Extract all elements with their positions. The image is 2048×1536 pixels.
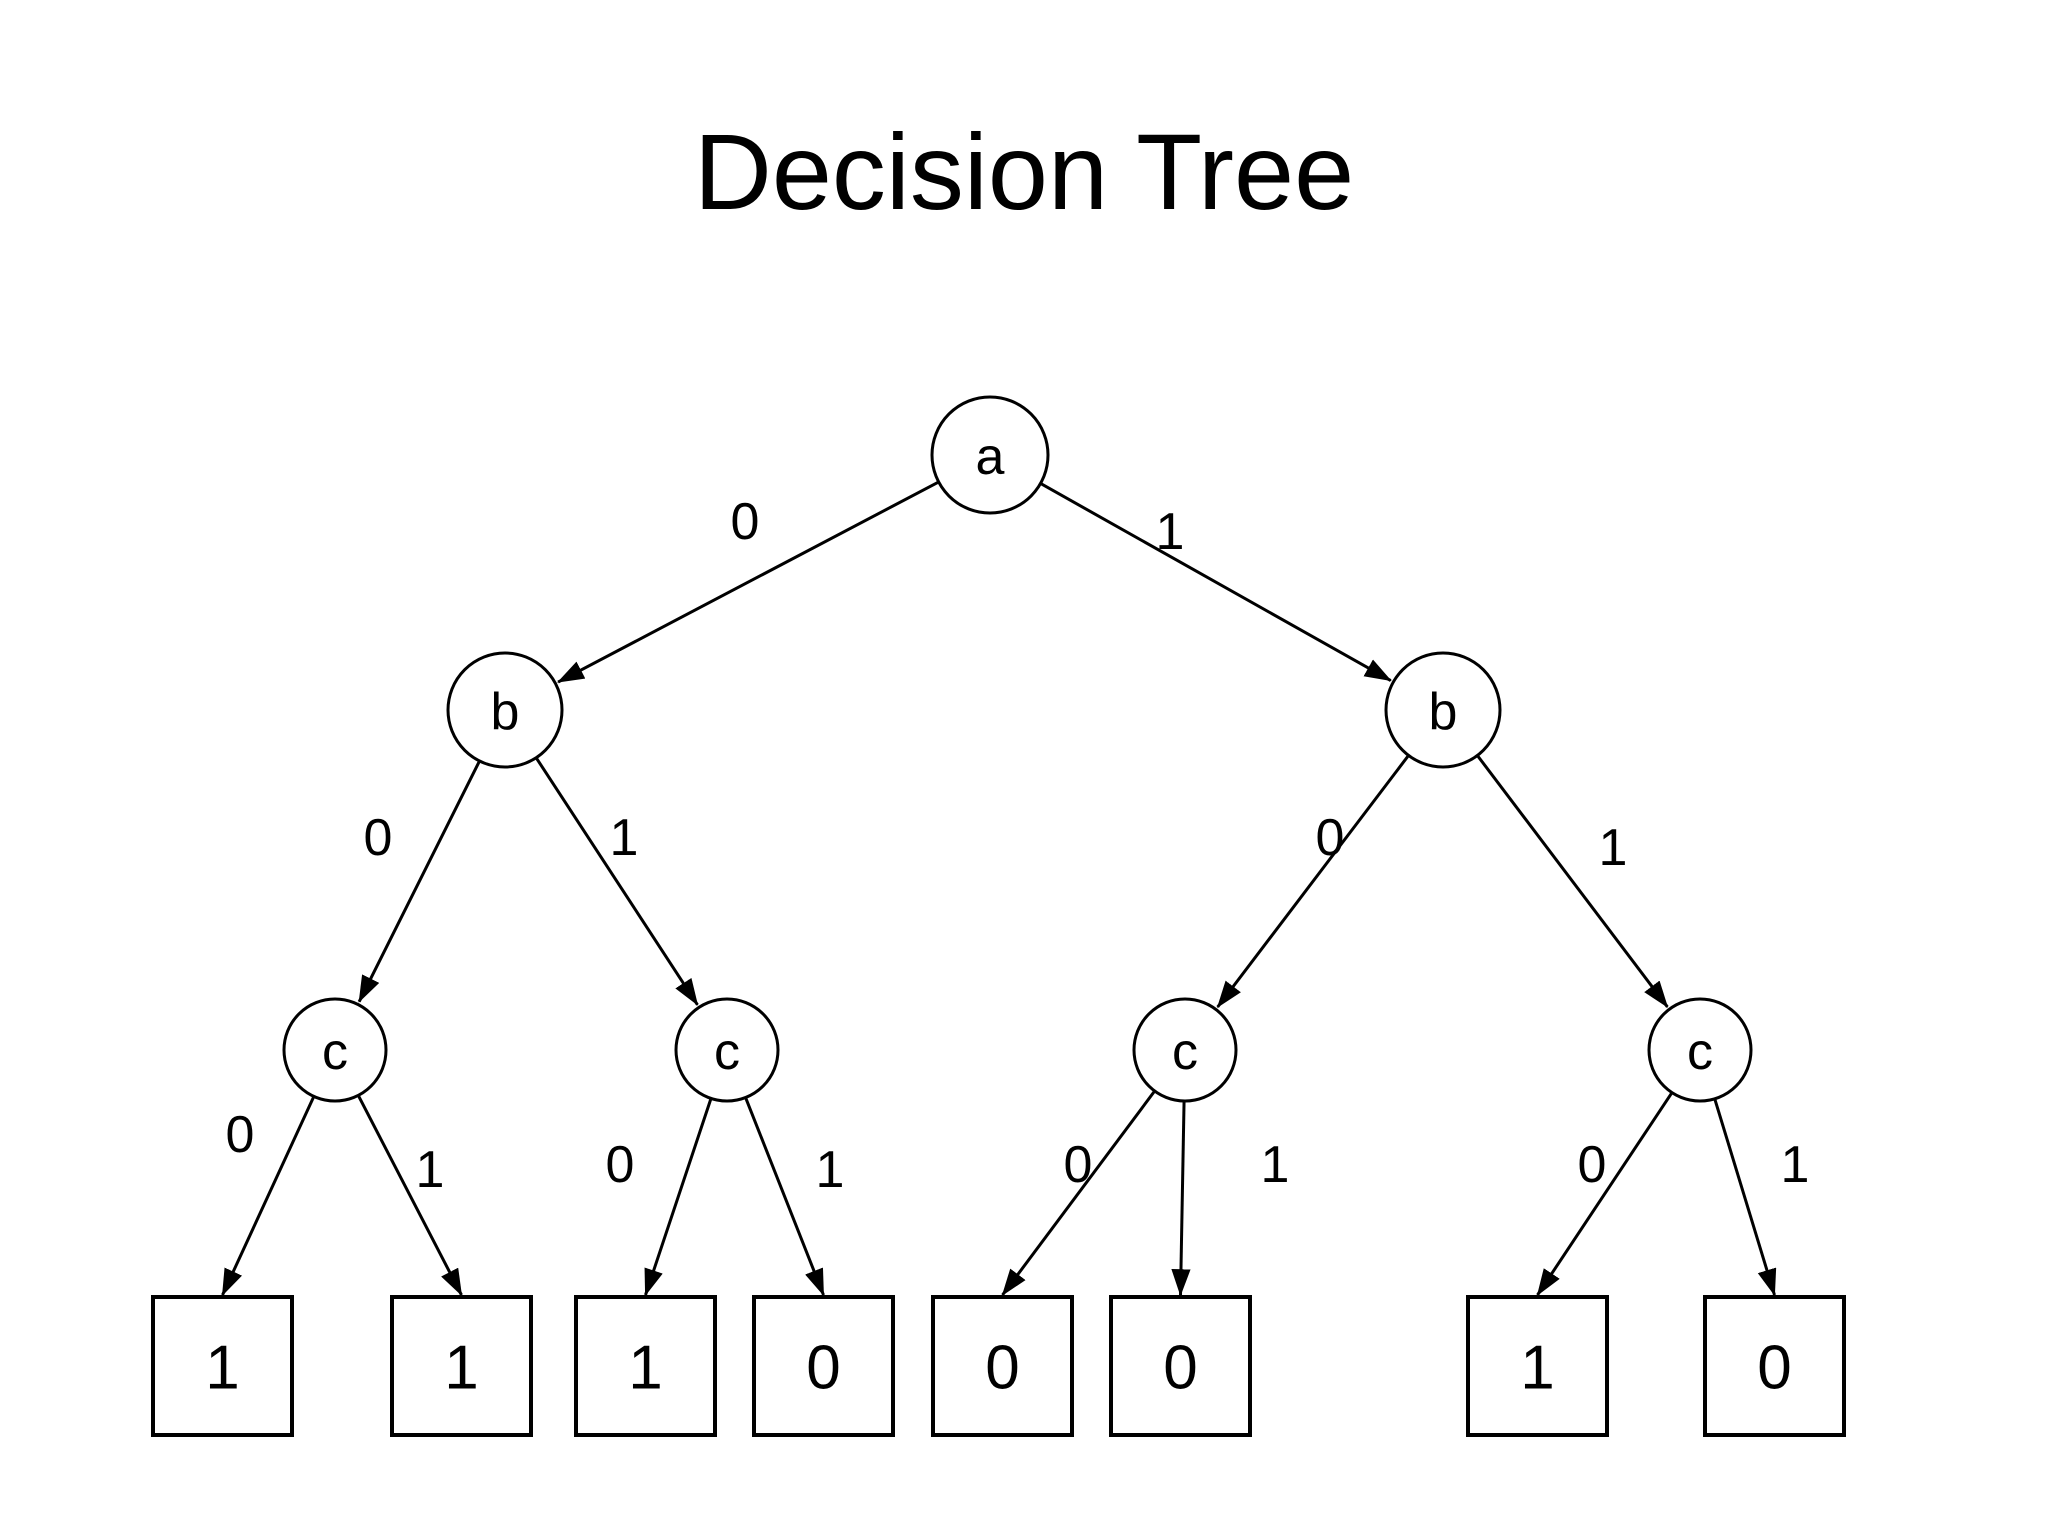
leaf-label: 0 <box>1757 1334 1791 1403</box>
leaf-label: 0 <box>1163 1334 1197 1403</box>
leaf-box <box>1109 1295 1252 1437</box>
node-circle <box>282 997 388 1103</box>
leaf-box <box>390 1295 533 1437</box>
leaf-box <box>151 1295 294 1437</box>
tree-edge <box>1038 481 1392 682</box>
tree-leaf[interactable]: 1 <box>390 1295 533 1437</box>
tree-edge <box>356 1092 463 1297</box>
tree-leaves-layer: 1 1 1 0 0 0 1 0 <box>151 1295 1846 1437</box>
tree-leaf[interactable]: 0 <box>752 1295 895 1437</box>
tree-edge <box>1216 752 1411 1008</box>
leaf-label: 1 <box>444 1334 478 1403</box>
edge-label: 0 <box>606 1136 635 1194</box>
edge-label: 0 <box>731 493 760 551</box>
node-label: c <box>1172 1023 1198 1081</box>
tree-node[interactable]: c <box>1132 997 1238 1103</box>
node-circle <box>1647 997 1753 1103</box>
tree-edge <box>1536 1090 1675 1296</box>
leaf-label: 0 <box>985 1334 1019 1403</box>
edge-label: 1 <box>1261 1136 1290 1194</box>
leaf-label: 0 <box>806 1334 840 1403</box>
tree-edge <box>1171 1098 1191 1297</box>
tree-leaf[interactable]: 1 <box>1466 1295 1609 1437</box>
tree-node[interactable]: c <box>1647 997 1753 1103</box>
edge-label: 0 <box>1316 809 1345 867</box>
node-label: b <box>491 683 520 741</box>
node-circle <box>674 997 780 1103</box>
edge-label: 0 <box>226 1106 255 1164</box>
node-circle <box>930 395 1050 515</box>
page-title: Decision Tree <box>693 111 1355 232</box>
tree-edge <box>644 1096 714 1297</box>
node-circle <box>1132 997 1238 1103</box>
tree-edge <box>357 758 482 1003</box>
tree-edge <box>1001 1088 1158 1296</box>
tree-node[interactable]: a <box>930 395 1050 515</box>
edge-label: 0 <box>1578 1136 1607 1194</box>
tree-leaf[interactable]: 1 <box>151 1295 294 1437</box>
node-label: c <box>714 1023 740 1081</box>
leaf-label: 1 <box>1520 1334 1554 1403</box>
tree-edge <box>221 1093 317 1297</box>
leaf-box <box>1466 1295 1609 1437</box>
edge-label: 1 <box>1156 503 1185 561</box>
edge-label: 1 <box>610 809 639 867</box>
node-label: b <box>1429 683 1458 741</box>
node-label: c <box>322 1023 348 1081</box>
leaf-label: 1 <box>205 1334 239 1403</box>
tree-edge <box>1712 1096 1777 1297</box>
tree-edge <box>1474 752 1669 1008</box>
leaf-box <box>574 1295 717 1437</box>
edge-label: 1 <box>416 1141 445 1199</box>
tree-edges-layer <box>221 479 1777 1297</box>
tree-leaf[interactable]: 1 <box>574 1295 717 1437</box>
tree-node[interactable]: b <box>1384 651 1502 769</box>
tree-edge <box>533 755 699 1006</box>
edge-label: 1 <box>1781 1136 1810 1194</box>
tree-leaf[interactable]: 0 <box>1703 1295 1846 1437</box>
tree-edge <box>743 1095 825 1297</box>
tree-leaf[interactable]: 0 <box>1109 1295 1252 1437</box>
tree-node[interactable]: c <box>282 997 388 1103</box>
leaf-label: 1 <box>628 1334 662 1403</box>
edge-label: 1 <box>1599 819 1628 877</box>
tree-nodes-layer: a b b c c c c <box>282 395 1753 1103</box>
tree-node[interactable]: c <box>674 997 780 1103</box>
leaf-box <box>1703 1295 1846 1437</box>
leaf-box <box>752 1295 895 1437</box>
tree-edge-labels-layer: 0 1 0 1 0 1 0 1 0 1 0 1 0 1 <box>226 493 1810 1199</box>
leaf-box <box>931 1295 1074 1437</box>
edge-label: 1 <box>816 1141 845 1199</box>
tree-node[interactable]: b <box>446 651 564 769</box>
node-label: c <box>1687 1023 1713 1081</box>
tree-leaf[interactable]: 0 <box>931 1295 1074 1437</box>
node-label: a <box>976 428 1005 486</box>
node-circle <box>446 651 564 769</box>
edge-label: 0 <box>364 809 393 867</box>
tree-edge <box>557 479 942 684</box>
node-circle <box>1384 651 1502 769</box>
edge-label: 0 <box>1064 1136 1093 1194</box>
